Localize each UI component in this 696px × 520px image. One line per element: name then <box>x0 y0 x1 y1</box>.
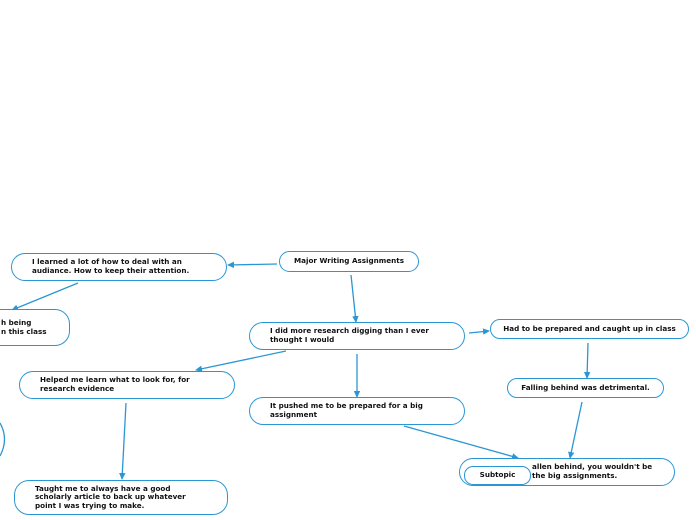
edge-research-to-helped <box>195 350 287 372</box>
node-label: Helped me learn what to look for, for re… <box>40 375 190 393</box>
edge-major-to-research <box>350 274 359 323</box>
node-label: h being n this class <box>1 317 47 336</box>
node-scholarly-article[interactable]: Taught me to always have a good scholarl… <box>14 480 228 515</box>
node-prepared-caught-up[interactable]: Had to be prepared and caught up in clas… <box>490 319 689 339</box>
node-label: It pushed me to be prepared for a big as… <box>270 401 423 419</box>
node-helped-research-evidence[interactable]: Helped me learn what to look for, for re… <box>19 371 235 399</box>
node-falling-behind[interactable]: Falling behind was detrimental. <box>507 378 664 398</box>
node-subtopic[interactable]: Subtopic <box>464 466 531 485</box>
node-pushed-prepared[interactable]: It pushed me to be prepared for a big as… <box>249 397 465 425</box>
edge-prepared-to-falling <box>583 342 591 379</box>
edge-learned-to-being <box>11 282 79 311</box>
node-research-digging[interactable]: I did more research digging than I ever … <box>249 322 465 350</box>
node-major-writing-assignments[interactable]: Major Writing Assignments <box>279 251 419 272</box>
edge-major-to-learned <box>227 261 278 269</box>
edge-helped-to-taught <box>119 402 127 480</box>
node-label: Falling behind was detrimental. <box>521 382 650 392</box>
node-label: I learned a lot of how to deal with an a… <box>32 257 190 275</box>
node-label: I did more research digging than I ever … <box>270 326 429 344</box>
node-being-in-class-partial[interactable]: h being n this class <box>0 309 70 346</box>
node-offscreen-left-partial <box>0 422 6 457</box>
edge-pushed-to-fallen <box>403 425 519 460</box>
node-label: Had to be prepared and caught up in clas… <box>503 323 676 333</box>
node-label: Taught me to always have a good scholarl… <box>35 483 186 510</box>
node-label: Subtopic <box>479 470 516 480</box>
edge-falling-to-fallen <box>568 401 583 459</box>
node-label: allen behind, you wouldn't be the big as… <box>532 462 653 480</box>
edge-research-to-prepared <box>468 328 490 335</box>
node-label: Major Writing Assignments <box>294 256 404 266</box>
node-learned-audience[interactable]: I learned a lot of how to deal with an a… <box>11 253 227 281</box>
